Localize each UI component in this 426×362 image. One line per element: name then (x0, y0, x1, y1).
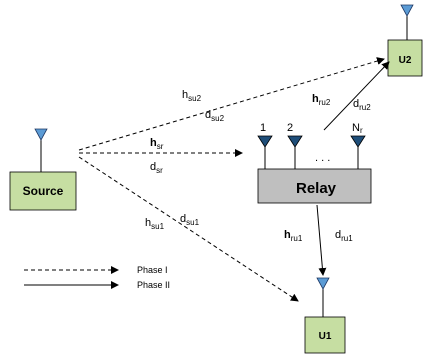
source-label: Source (23, 184, 64, 198)
u1-node: U1 (304, 277, 346, 354)
label-d-su1: dsu1 (180, 213, 200, 227)
legend: Phase I Phase II (24, 265, 170, 290)
label-d-su2: dsu2 (205, 109, 225, 123)
u1-box (304, 316, 346, 354)
label-h-sr: hsr (150, 137, 164, 151)
relay-antenna-1-label: 1 (260, 122, 266, 134)
label-d-ru1: dru1 (335, 229, 353, 243)
u2-antenna-icon (400, 4, 414, 17)
label-h-su1: hsu1 (145, 217, 165, 231)
relay-box (257, 168, 372, 204)
u2-box (387, 39, 423, 77)
relay-antenna-2-label: 2 (287, 122, 293, 134)
u1-label: U1 (319, 331, 332, 342)
u1-antenna-icon (316, 277, 330, 290)
relay-antenna-dots: . . . (315, 152, 330, 164)
label-h-ru2: hru2 (312, 93, 331, 107)
link-source-u2 (78, 57, 385, 151)
relay-node: 1 2 . . . Nr Relay (257, 122, 372, 204)
source-box (9, 171, 77, 211)
u2-label: U2 (399, 55, 412, 66)
relay-antenna-1-icon (257, 135, 273, 148)
label-h-ru1: hru1 (284, 229, 303, 243)
legend-phase2-label: Phase II (137, 280, 170, 290)
link-source-u1 (78, 156, 299, 302)
u2-node: U2 (387, 4, 423, 77)
label-d-ru2: dru2 (353, 98, 371, 112)
legend-phase1-label: Phase I (137, 265, 168, 275)
label-h-su2: hsu2 (182, 89, 202, 103)
label-d-sr: dsr (150, 161, 163, 175)
source-antenna-icon (34, 128, 48, 141)
relay-antenna-2-icon (287, 135, 303, 148)
link-relay-u1 (316, 204, 327, 276)
source-node: Source (9, 128, 77, 211)
link-relay-u2 (323, 61, 390, 131)
relay-antenna-n-label: Nr (352, 122, 363, 135)
relay-label: Relay (296, 180, 337, 197)
relay-antenna-n-icon (350, 135, 366, 148)
